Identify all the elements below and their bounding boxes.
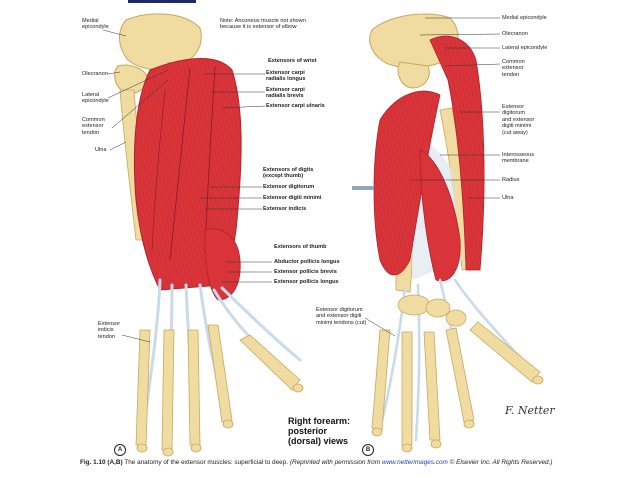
olecranon-a <box>114 64 149 94</box>
label-medial-epicondyle-b: Medial epicondyle <box>502 15 547 21</box>
label-ecr-brevis: Extensor carpi radialis brevis <box>266 87 305 100</box>
label-ext-dig-tendons-cut: Extensor digitorum and extensor digiti m… <box>316 307 367 326</box>
top-accent-bar <box>128 0 196 3</box>
caption-fig-label: Fig. 1.10 <box>80 459 106 466</box>
label-ext-digiti-minimi: Extensor digiti minimi <box>263 195 322 201</box>
artist-signature: F. Netter <box>505 404 555 417</box>
figure-caption: Fig. 1.10 (A,B) The anatomy of the exten… <box>80 459 620 466</box>
panel-b-forearm <box>352 13 544 453</box>
panel-a-forearm <box>102 13 304 457</box>
hand-bones-b <box>371 294 544 453</box>
heading-extensors-of-wrist: Extensors of wrist <box>268 58 317 64</box>
panel-letter-b: B <box>362 444 374 456</box>
label-ecr-longus: Extensor carpi radialis longus <box>266 70 306 83</box>
hand-bones-a <box>135 324 304 457</box>
label-common-extensor-tendon-b: Common extensor tendon <box>502 59 525 78</box>
label-olecranon-b: Olecranon <box>502 31 528 37</box>
label-ext-digiti-minimi-cut: Extensor digitorum and extensor digiti m… <box>502 104 535 136</box>
label-ulna-b: Ulna <box>502 195 514 201</box>
caption-url-link[interactable]: www.netterimages.com <box>381 459 448 466</box>
label-radius: Radius <box>502 177 520 183</box>
label-ext-digitorum: Extensor digitorum <box>263 184 315 190</box>
caption-text: The anatomy of the extensor muscles: sup… <box>122 459 290 466</box>
label-extensor-indicis-tendon: Extensor indicis tendon <box>98 321 121 340</box>
deep-thumb-muscles-b <box>419 149 461 282</box>
label-lateral-epicondyle-b: Lateral epicondyle <box>502 45 548 51</box>
label-common-extensor-tendon-a: Common extensor tendon <box>82 117 105 136</box>
panel-letter-a: A <box>114 444 126 456</box>
olecranon-b <box>397 61 430 89</box>
cut-tendon-marker-b <box>352 186 374 190</box>
figure-title: Right forearm: posterior (dorsal) views <box>288 416 351 446</box>
label-olecranon-a: Olecranon <box>82 71 108 77</box>
leader-lines-b <box>364 17 501 337</box>
label-abd-poll-longus: Abductor pollicis longus <box>274 259 340 265</box>
caption-credit-pre: (Reprinted with permission from <box>289 459 382 466</box>
caption-credit-post: © Elsevier Inc. All Rights Reserved.) <box>447 459 553 466</box>
heading-extensors-of-thumb: Extensors of thumb <box>274 244 327 250</box>
caption-fig-panels: (A,B) <box>105 459 123 466</box>
label-ec-ulnaris: Extensor carpi ulnaris <box>266 103 325 109</box>
label-ulna-a: Ulna <box>95 147 107 153</box>
label-medial-epicondyle-a: Medial epicondyle <box>82 18 109 31</box>
label-ext-poll-brevis: Extensor pollicis brevis <box>274 269 337 275</box>
heading-extensors-of-digits: Extensors of digits (except thumb) <box>263 167 314 180</box>
label-lateral-epicondyle-a: Lateral epicondyle <box>82 92 109 105</box>
note-anconeus: Note: Anconeus muscle not shown because … <box>220 18 306 31</box>
label-ext-poll-longus: Extensor pollicis longus <box>274 279 339 285</box>
label-interosseous-membrane: Interosseous membrane <box>502 152 535 165</box>
label-ext-indicis: Extensor indicis <box>263 206 307 212</box>
leader-lines-a <box>102 29 272 343</box>
